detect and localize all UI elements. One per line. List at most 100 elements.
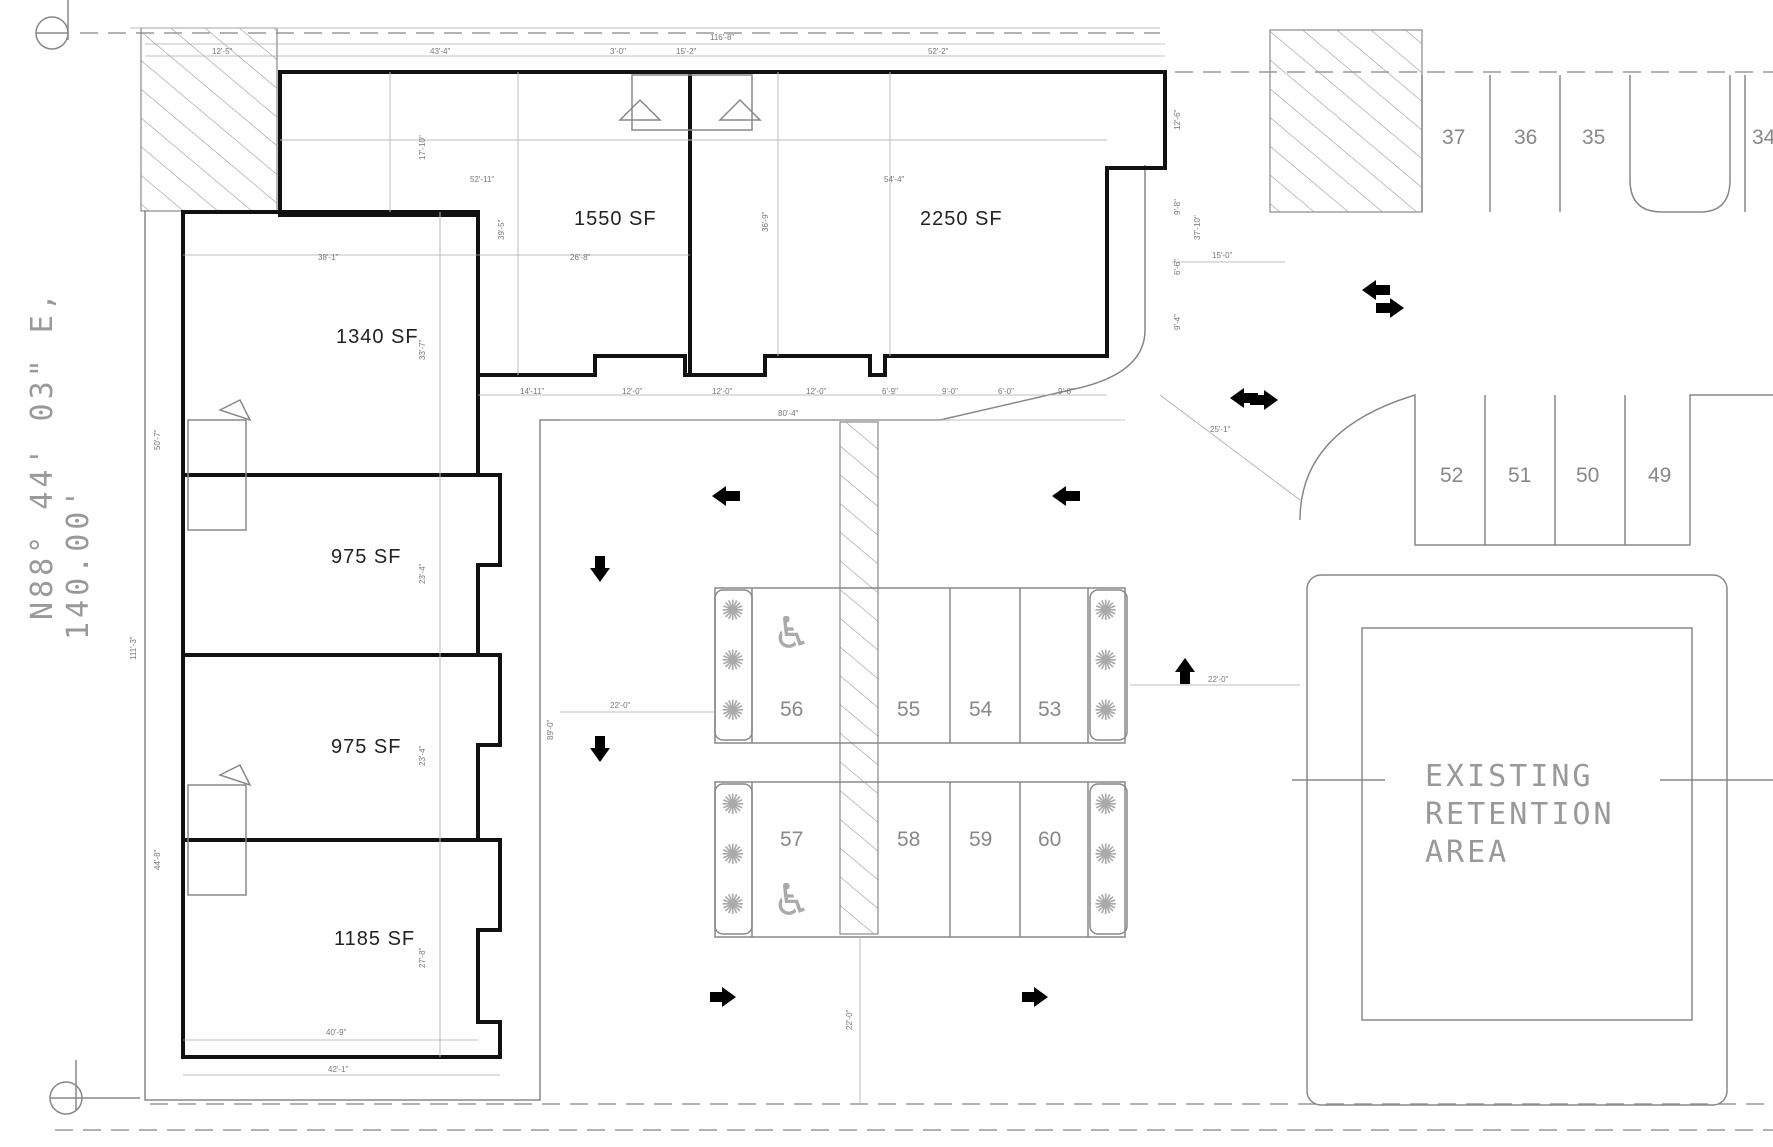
svg-text:✺: ✺ bbox=[721, 644, 744, 677]
stall-59: 59 bbox=[969, 828, 992, 851]
interior-gridlines bbox=[280, 72, 1107, 1057]
survey-marker-bottom bbox=[49, 1060, 140, 1115]
traffic-arrow-icons bbox=[590, 280, 1404, 1007]
dim-overall-top: 116'-8" bbox=[710, 33, 734, 42]
svg-text:✺: ✺ bbox=[1094, 838, 1117, 871]
stall-51: 51 bbox=[1508, 464, 1531, 487]
dim-25-1: 25'-1" bbox=[1210, 425, 1231, 434]
dim-9-4: 9'-4" bbox=[1173, 314, 1182, 330]
dim-39-5: 39'-5" bbox=[497, 219, 506, 240]
dimension-lines bbox=[145, 43, 1301, 1104]
stall-58: 58 bbox=[897, 828, 920, 851]
dim-15-0: 15'-0" bbox=[1212, 251, 1233, 260]
dim-12-0-c: 12'-0" bbox=[806, 387, 827, 396]
dim-23-4-b: 23'-4" bbox=[418, 745, 427, 766]
stall-36: 36 bbox=[1514, 126, 1537, 149]
retention-label-line2: RETENTION bbox=[1425, 797, 1615, 832]
svg-text:✺: ✺ bbox=[721, 694, 744, 727]
unit-label-975-b: 975 SF bbox=[331, 736, 401, 758]
survey-distance: 140.00' bbox=[61, 486, 96, 640]
dim-52-2: 52'-2" bbox=[928, 47, 949, 56]
accessible-parking-icon: ♿ bbox=[772, 608, 811, 659]
unit-label-975-a: 975 SF bbox=[331, 546, 401, 568]
dim-12-0-b: 12'-0" bbox=[712, 387, 733, 396]
dim-80-4: 80'-4" bbox=[778, 409, 799, 418]
svg-text:✺: ✺ bbox=[721, 888, 744, 921]
dim-12-0-a: 12'-0" bbox=[622, 387, 643, 396]
stall-52: 52 bbox=[1440, 464, 1463, 487]
dim-6-6: 6'-6" bbox=[1173, 259, 1182, 275]
dim-22-0-a: 22'-0" bbox=[1208, 675, 1229, 684]
dim-89-0: 89'-0" bbox=[546, 719, 555, 740]
stall-53: 53 bbox=[1038, 698, 1061, 721]
unit-label-1340: 1340 SF bbox=[336, 326, 419, 348]
retention-label-line1: EXISTING bbox=[1425, 759, 1594, 794]
stall-57: 57 bbox=[780, 828, 803, 851]
dim-9-0: 9'-0" bbox=[942, 387, 958, 396]
stall-50: 50 bbox=[1576, 464, 1599, 487]
svg-text:✺: ✺ bbox=[1094, 594, 1117, 627]
shrub-icons: ✺ ✺ ✺ ✺ ✺ ✺ ✺ ✺ ✺ ✺ ✺ ✺ bbox=[721, 594, 1117, 921]
restroom-fixtures-mid bbox=[187, 398, 252, 531]
striped-walkway bbox=[839, 421, 879, 935]
dim-42-1: 42'-1" bbox=[328, 1065, 349, 1074]
existing-structure-hatch-left bbox=[140, 27, 278, 212]
stall-35: 35 bbox=[1582, 126, 1605, 149]
dim-26-8: 26'-8" bbox=[570, 253, 591, 262]
dim-37-10: 37'-10" bbox=[1193, 215, 1202, 240]
parking-right bbox=[1299, 393, 1773, 546]
stall-54: 54 bbox=[969, 698, 993, 721]
dim-52-11: 52'-11" bbox=[470, 175, 494, 184]
unit-label-2250: 2250 SF bbox=[920, 208, 1003, 230]
dim-9-8-b: 9'-8" bbox=[1173, 199, 1182, 215]
dim-3-0: 3'-0" bbox=[610, 47, 626, 56]
dim-111-3: 111'-3" bbox=[129, 636, 138, 660]
existing-structure-hatch-right bbox=[1269, 29, 1423, 213]
svg-text:✺: ✺ bbox=[721, 594, 744, 627]
svg-text:✺: ✺ bbox=[1094, 644, 1117, 677]
stall-34: 34 bbox=[1752, 126, 1773, 149]
svg-text:✺: ✺ bbox=[721, 788, 744, 821]
dim-38-1: 38'-1" bbox=[318, 253, 339, 262]
stall-55: 55 bbox=[897, 698, 920, 721]
stall-37: 37 bbox=[1442, 126, 1465, 149]
unit-label-1185: 1185 SF bbox=[334, 928, 415, 950]
svg-text:✺: ✺ bbox=[1094, 788, 1117, 821]
dim-6-0: 6'-0" bbox=[998, 387, 1014, 396]
dim-27-8: 27'-8" bbox=[418, 947, 427, 968]
dim-6-9: 6'-9" bbox=[882, 387, 898, 396]
restroom-fixtures-top bbox=[618, 74, 762, 131]
dim-23-4-a: 23'-4" bbox=[418, 563, 427, 584]
restroom-fixtures-low bbox=[187, 763, 252, 896]
dim-15-2: 15'-2" bbox=[676, 47, 697, 56]
svg-text:✺: ✺ bbox=[1094, 694, 1117, 727]
svg-text:✺: ✺ bbox=[1094, 888, 1117, 921]
dim-33-7: 33'-7" bbox=[418, 339, 427, 360]
dim-50-7: 50'-7" bbox=[153, 429, 162, 450]
stall-49: 49 bbox=[1648, 464, 1671, 487]
unit-label-1550: 1550 SF bbox=[574, 208, 657, 230]
dim-14-11: 14'-11" bbox=[520, 387, 544, 396]
stall-60: 60 bbox=[1038, 828, 1061, 851]
accessible-parking-icon: ♿ bbox=[772, 875, 811, 926]
dim-12-5: 12'-5" bbox=[212, 47, 233, 56]
dim-17-10: 17'-10" bbox=[418, 135, 427, 160]
dim-22-0-c: 22'-0" bbox=[845, 1009, 854, 1030]
survey-bearing: N88° 44' 03" E, bbox=[25, 289, 60, 620]
survey-marker-top bbox=[35, 0, 69, 50]
dim-12-6: 12'-6" bbox=[1173, 109, 1182, 130]
site-outline bbox=[144, 165, 1146, 1101]
dim-9-8: 9'-8" bbox=[1058, 387, 1074, 396]
stall-56: 56 bbox=[780, 698, 803, 721]
dim-54-4: 54'-4" bbox=[884, 175, 905, 184]
retention-label-line3: AREA bbox=[1425, 835, 1509, 870]
parking-top bbox=[1175, 71, 1773, 213]
dim-44-8: 44'-8" bbox=[153, 849, 162, 870]
dim-40-9: 40'-9" bbox=[326, 1028, 347, 1037]
retention-area-outline bbox=[1292, 574, 1773, 1106]
svg-text:✺: ✺ bbox=[721, 838, 744, 871]
dim-43-4: 43'-4" bbox=[430, 47, 451, 56]
dim-22-0-b: 22'-0" bbox=[610, 701, 631, 710]
parking-center bbox=[714, 587, 1128, 938]
